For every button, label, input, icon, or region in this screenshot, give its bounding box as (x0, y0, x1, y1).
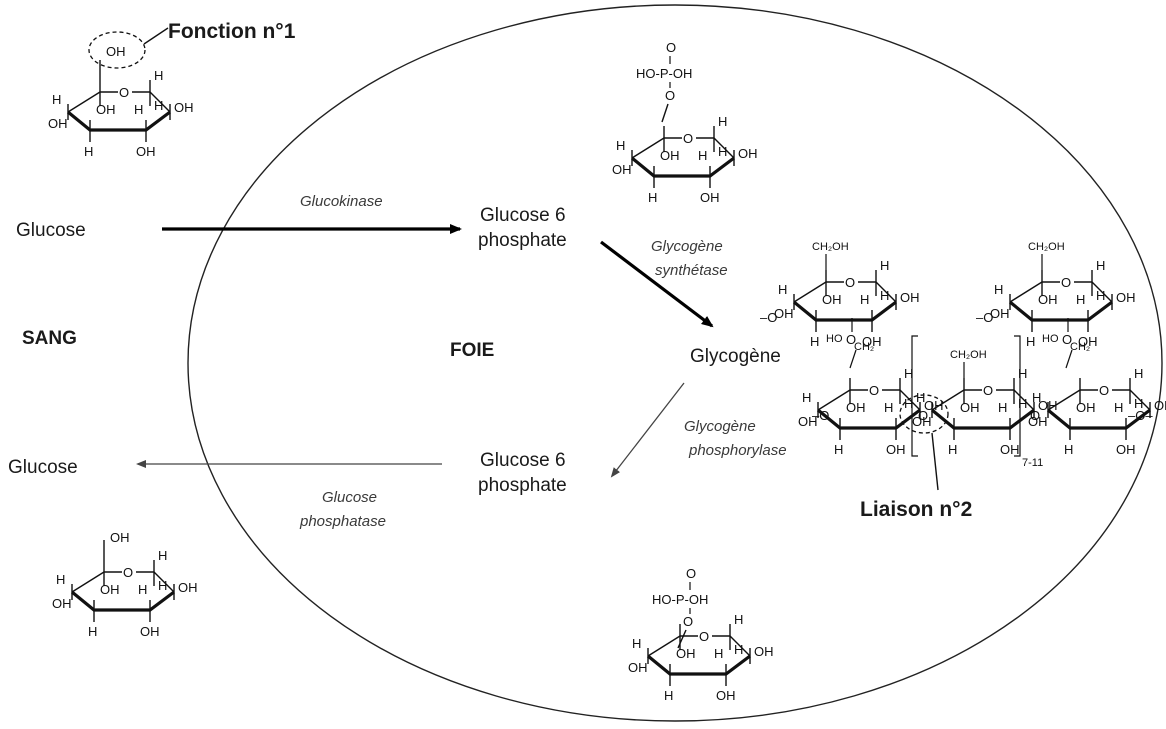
function-1-label: Fonction n°1 (168, 20, 296, 43)
g6p-bottom-line1: Glucose 6 (480, 450, 566, 471)
sang-label: SANG (22, 328, 77, 349)
glucose-phosphatase-line2: phosphatase (299, 513, 386, 530)
glucose-molecule-top: OH (46, 44, 196, 161)
function-1-highlight (88, 31, 146, 69)
svg-text:–O: –O (976, 310, 993, 325)
svg-text:CH₂OH: CH₂OH (950, 349, 987, 361)
svg-text:CH₂OH: CH₂OH (1028, 241, 1065, 253)
phosphorylase-arrow (610, 382, 685, 478)
svg-text:OH: OH (106, 44, 126, 59)
svg-text:HO-P-OH: HO-P-OH (636, 66, 692, 81)
svg-text:–O: –O (760, 310, 777, 325)
svg-text:O: O (683, 614, 693, 629)
bond-2-highlight (899, 394, 949, 434)
svg-text:CH₂: CH₂ (854, 341, 874, 353)
glycogen-label: Glycogène (690, 346, 781, 367)
svg-text:–O–: –O– (1128, 408, 1153, 423)
glucose-out-label: Glucose (8, 457, 78, 478)
bond-2-leader (931, 432, 939, 491)
glycogen-synthase-line1: Glycogène (651, 238, 723, 255)
svg-text:CH₂OH: CH₂OH (812, 241, 849, 253)
glucose-in-label: Glucose (16, 220, 86, 241)
liver-boundary (187, 4, 1163, 722)
svg-text:O: O (846, 332, 856, 347)
g6p-molecule-top: O HO-P-OH O (610, 40, 760, 207)
g6p-top-line1: Glucose 6 (480, 205, 566, 226)
svg-text:O: O (1062, 332, 1072, 347)
bond-2-label: Liaison n°2 (860, 498, 972, 521)
g6p-top-line2: phosphate (478, 230, 567, 251)
glycogen-phosphorylase-line2: phosphorylase (688, 442, 787, 459)
svg-text:HO-P-OH: HO-P-OH (652, 592, 708, 607)
glycogen-synthase-line2: synthétase (655, 262, 728, 279)
svg-text:CH₂: CH₂ (1070, 341, 1090, 353)
glucose-molecule-bottom: OH (50, 530, 200, 641)
synthase-arrow (600, 240, 714, 328)
svg-text:HO: HO (1042, 333, 1059, 345)
glycogen-structure: CH₂OH –O CH₂OH –O O HO CH₂ O HO CH₂ –O C… (760, 241, 1166, 469)
glycogen-phosphorylase-line1: Glycogène (684, 418, 756, 435)
svg-text:–O: –O (812, 408, 829, 423)
svg-text:O: O (666, 40, 676, 55)
g6p-bottom-line2: phosphate (478, 475, 567, 496)
function-1-leader (143, 27, 169, 45)
svg-text:O: O (1030, 408, 1040, 423)
g6p-molecule-bottom: O HO-P-OH O (626, 566, 776, 705)
svg-text:O: O (918, 408, 928, 423)
glucokinase-label: Glucokinase (300, 193, 383, 210)
glucose-phosphatase-line1: Glucose (322, 489, 377, 506)
svg-text:7-11: 7-11 (1022, 457, 1043, 469)
foie-label: FOIE (450, 340, 494, 361)
svg-text:O: O (686, 566, 696, 581)
svg-text:O: O (665, 88, 675, 103)
svg-text:OH: OH (110, 530, 130, 545)
svg-text:HO: HO (826, 333, 843, 345)
